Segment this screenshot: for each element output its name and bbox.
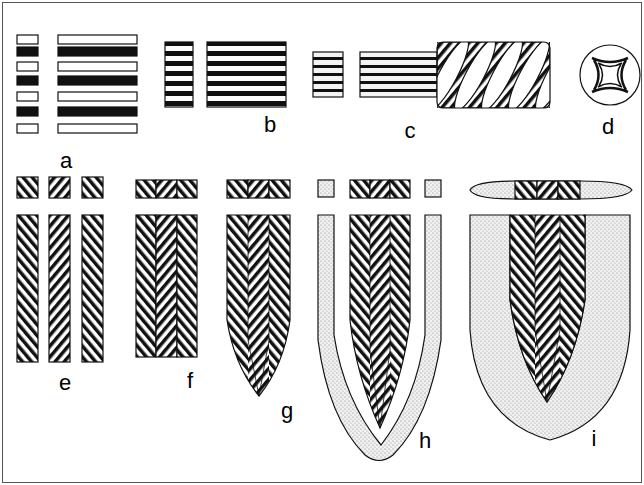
panel-letter: e	[59, 372, 71, 394]
panel-letter: c	[405, 120, 416, 142]
panel-letter: f	[187, 370, 193, 392]
panel-letter: h	[419, 430, 431, 452]
panel-letter: a	[60, 150, 72, 172]
panel-letter: b	[264, 114, 276, 136]
panel-letter: g	[281, 400, 293, 422]
panel-letter: i	[592, 428, 597, 450]
panel-letter: d	[602, 116, 614, 138]
